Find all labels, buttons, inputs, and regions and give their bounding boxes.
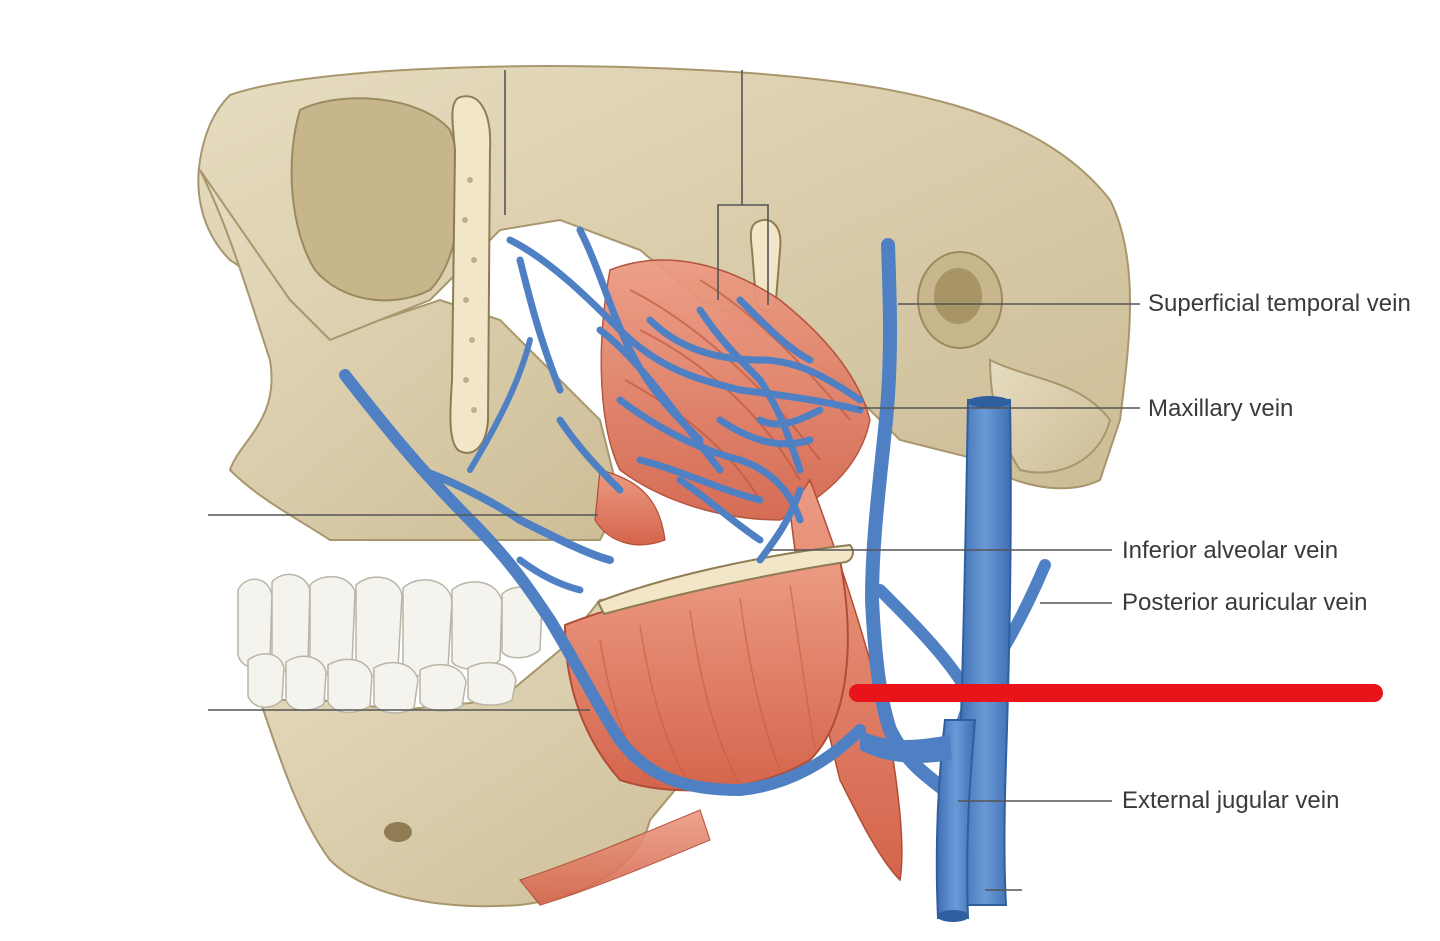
pterygoid-plexus: [506, 226, 864, 544]
label-posterior-auricular-vein: Posterior auricular vein: [1122, 589, 1368, 616]
label-superficial-temporal-vein: Superficial temporal vein: [1148, 290, 1411, 317]
facial-vein: [339, 369, 866, 797]
internal-jugular-vein: [958, 399, 1012, 906]
mandible-cut-surface: [596, 543, 854, 616]
small-muscle: [594, 469, 666, 546]
lower-teeth: [247, 653, 517, 714]
upper-teeth: [237, 573, 543, 677]
label-external-jugular-vein: External jugular vein: [1122, 787, 1340, 814]
digastric-muscle: [518, 809, 711, 906]
orbit: [290, 97, 462, 302]
zygomatic-cut: [449, 95, 492, 454]
label-maxillary-vein: Maxillary vein: [1148, 395, 1294, 422]
inferior-alveolar-branch: [756, 486, 804, 564]
label-inferior-alveolar-vein: Inferior alveolar vein: [1122, 537, 1339, 564]
mental-foramen: [384, 822, 412, 842]
